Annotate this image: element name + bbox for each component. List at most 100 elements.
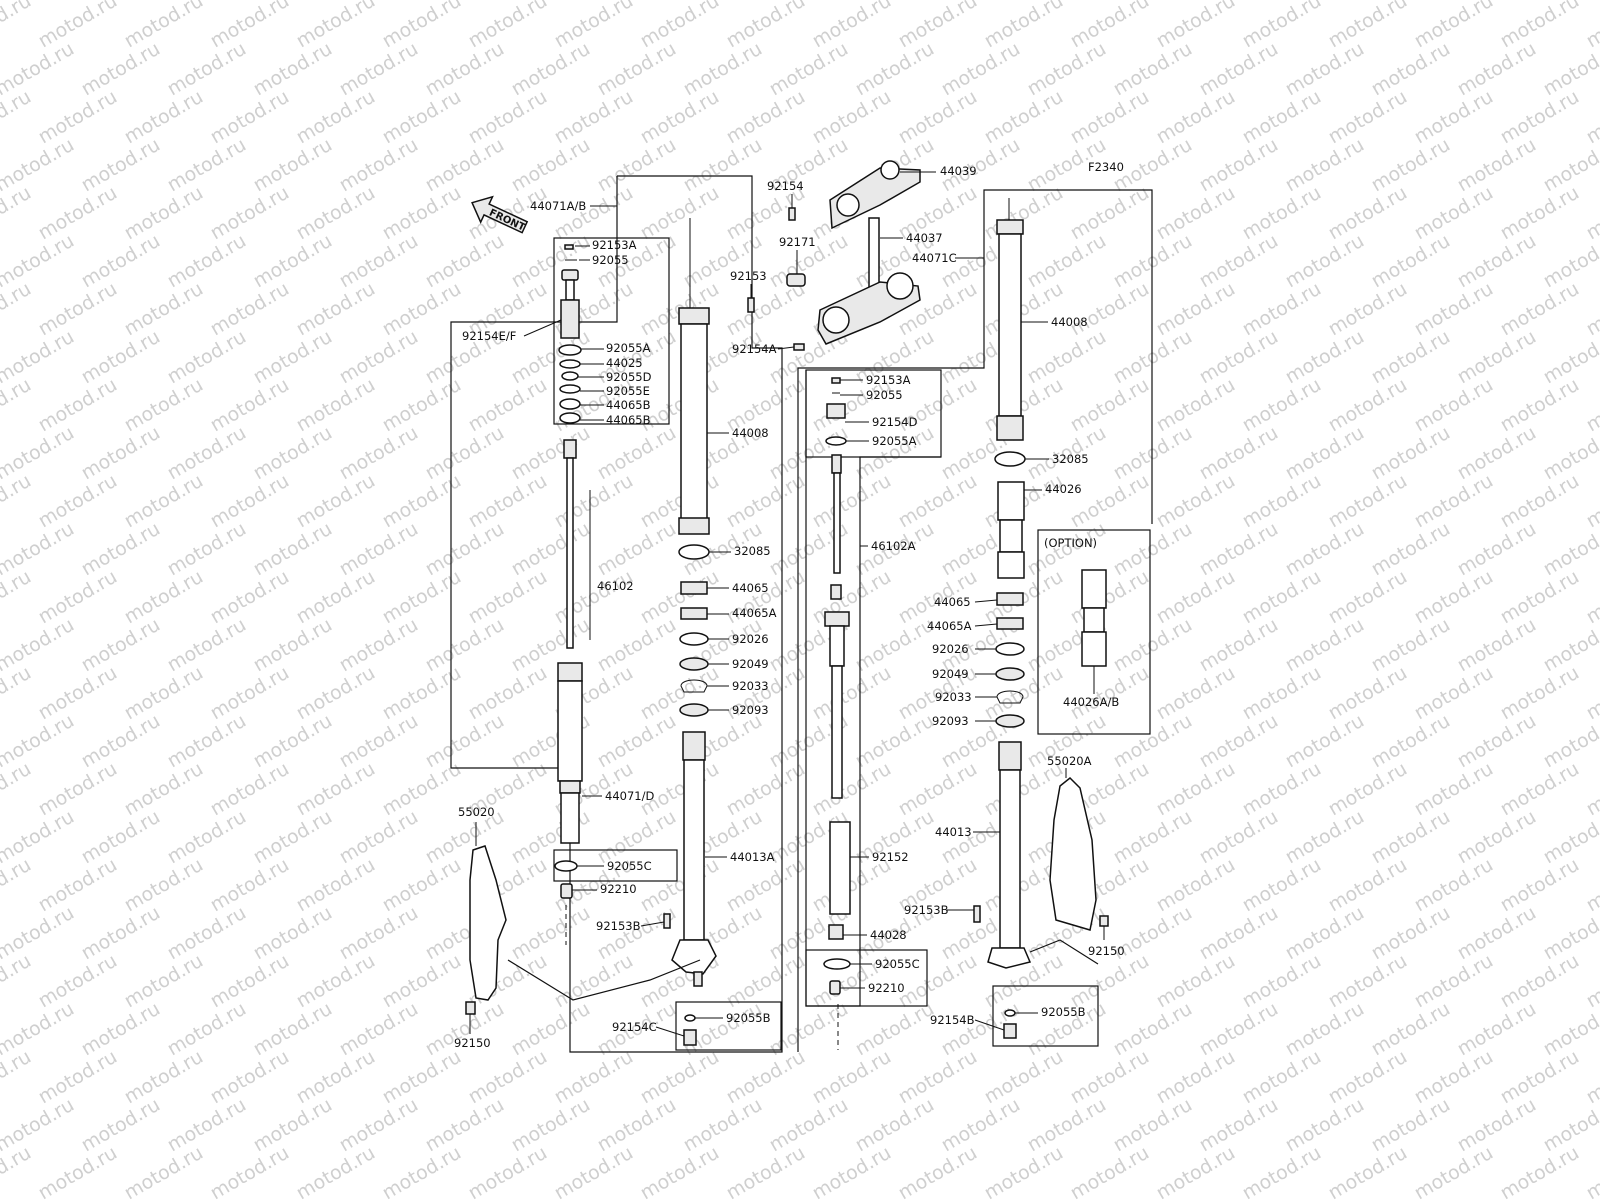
watermark-text: motod.ru [1454, 518, 1540, 581]
watermark-text: motod.ru [164, 998, 250, 1061]
watermark-text: motod.ru [1325, 566, 1411, 629]
watermark-text: motod.ru [1497, 854, 1583, 917]
callout-c44037: 44037 [906, 231, 943, 245]
watermark-text: motod.ru [35, 470, 121, 533]
watermark-text: motod.ru [1153, 662, 1239, 725]
watermark-text: motod.ru [1153, 278, 1239, 341]
watermark-text: motod.ru [164, 134, 250, 197]
watermark-text: motod.ru [1325, 182, 1411, 245]
watermark-text: motod.ru [379, 182, 465, 245]
watermark-text: motod.ru [422, 230, 508, 293]
watermark-text: motod.ru [1067, 1046, 1153, 1109]
watermark-text: motod.ru [164, 38, 250, 101]
watermark-text: motod.ru [508, 1094, 594, 1157]
watermark-text: motod.ru [1583, 374, 1600, 437]
watermark-text: motod.ru [164, 710, 250, 773]
watermark-text: motod.ru [1497, 662, 1583, 725]
watermark-text: motod.ru [121, 758, 207, 821]
watermark-text: motod.ru [1411, 758, 1497, 821]
watermark-text: motod.ru [250, 1094, 336, 1157]
watermark-text: motod.ru [1239, 1142, 1325, 1200]
watermark-text: motod.ru [0, 38, 78, 101]
watermark-text: motod.ru [379, 758, 465, 821]
callout-L92154C: 92154C [612, 1020, 657, 1034]
watermark-text: motod.ru [1024, 1094, 1110, 1157]
watermark-text: motod.ru [379, 86, 465, 149]
watermark-text: motod.ru [207, 662, 293, 725]
watermark-text: motod.ru [1497, 566, 1583, 629]
watermark-text: motod.ru [1583, 182, 1600, 245]
watermark-text: motod.ru [1325, 854, 1411, 917]
watermark-text: motod.ru [422, 518, 508, 581]
watermark-text: motod.ru [852, 38, 938, 101]
watermark-text: motod.ru [78, 326, 164, 389]
watermark-text: motod.ru [809, 1142, 895, 1200]
watermark-text: motod.ru [981, 86, 1067, 149]
watermark-text: motod.ru [1454, 902, 1540, 965]
watermark-text: motod.ru [594, 134, 680, 197]
watermark-text: motod.ru [766, 998, 852, 1061]
watermark-text: motod.ru [0, 0, 35, 52]
watermark-text: motod.ru [637, 566, 723, 629]
watermark-text: motod.ru [0, 134, 78, 197]
callout-L44065B_2: 44065B [606, 413, 651, 427]
watermark-text: motod.ru [895, 470, 981, 533]
watermark-text: motod.ru [594, 614, 680, 677]
watermark-text: motod.ru [293, 566, 379, 629]
watermark-text: motod.ru [594, 518, 680, 581]
watermark-text: motod.ru [637, 1046, 723, 1109]
callout-O44026AB: 44026A/B [1063, 695, 1119, 709]
watermark-text: motod.ru [1325, 950, 1411, 1013]
watermark-text: motod.ru [1411, 374, 1497, 437]
watermark-text: motod.ru [1583, 758, 1600, 821]
watermark-text: motod.ru [250, 998, 336, 1061]
watermark-text: motod.ru [121, 182, 207, 245]
watermark-text: motod.ru [637, 1142, 723, 1200]
watermark-text: motod.ru [852, 1094, 938, 1157]
watermark-text: motod.ru [1239, 1046, 1325, 1109]
watermark-text: motod.ru [1282, 134, 1368, 197]
watermark-text: motod.ru [121, 86, 207, 149]
watermark-text: motod.ru [1454, 38, 1540, 101]
watermark-text: motod.ru [422, 998, 508, 1061]
watermark-text: motod.ru [35, 374, 121, 437]
watermark-text: motod.ru [78, 230, 164, 293]
watermark-text: motod.ru [293, 1046, 379, 1109]
watermark-text: motod.ru [35, 854, 121, 917]
watermark-text: motod.ru [422, 422, 508, 485]
watermark-text: motod.ru [1196, 326, 1282, 389]
watermark-text: motod.ru [1411, 1046, 1497, 1109]
watermark-text: motod.ru [1583, 86, 1600, 149]
watermark-text: motod.ru [1110, 998, 1196, 1061]
watermark-text: motod.ru [1454, 326, 1540, 389]
watermark-text: motod.ru [250, 134, 336, 197]
watermark-text: motod.ru [1024, 230, 1110, 293]
watermark-text: motod.ru [1583, 854, 1600, 917]
watermark-text: motod.ru [680, 1094, 766, 1157]
watermark-text: motod.ru [1110, 710, 1196, 773]
watermark-text: motod.ru [1153, 1046, 1239, 1109]
watermark-text: motod.ru [723, 278, 809, 341]
watermark-text: motod.ru [1454, 806, 1540, 869]
watermark-text: motod.ru [1497, 1046, 1583, 1109]
callout-R92033: 92033 [935, 690, 972, 704]
watermark-text: motod.ru [1497, 0, 1583, 52]
watermark-text: motod.ru [1368, 326, 1454, 389]
watermark-text: motod.ru [336, 230, 422, 293]
watermark-text: motod.ru [164, 902, 250, 965]
watermark-text: motod.ru [1583, 950, 1600, 1013]
callout-L44071D: 44071/D [605, 789, 654, 803]
watermark-text: motod.ru [1325, 470, 1411, 533]
watermark-text: motod.ru [293, 470, 379, 533]
callout-L44013A: 44013A [730, 850, 775, 864]
watermark-text: motod.ru [1153, 758, 1239, 821]
watermark-text: motod.ru [78, 614, 164, 677]
callout-R92055B: 92055B [1041, 1005, 1086, 1019]
watermark-text: motod.ru [938, 38, 1024, 101]
watermark-text: motod.ru [1239, 950, 1325, 1013]
watermark-text: motod.ru [0, 422, 78, 485]
callout-R92153B: 92153B [904, 903, 949, 917]
watermark-text: motod.ru [1497, 950, 1583, 1013]
watermark-text: motod.ru [336, 614, 422, 677]
watermark-text: motod.ru [35, 0, 121, 52]
